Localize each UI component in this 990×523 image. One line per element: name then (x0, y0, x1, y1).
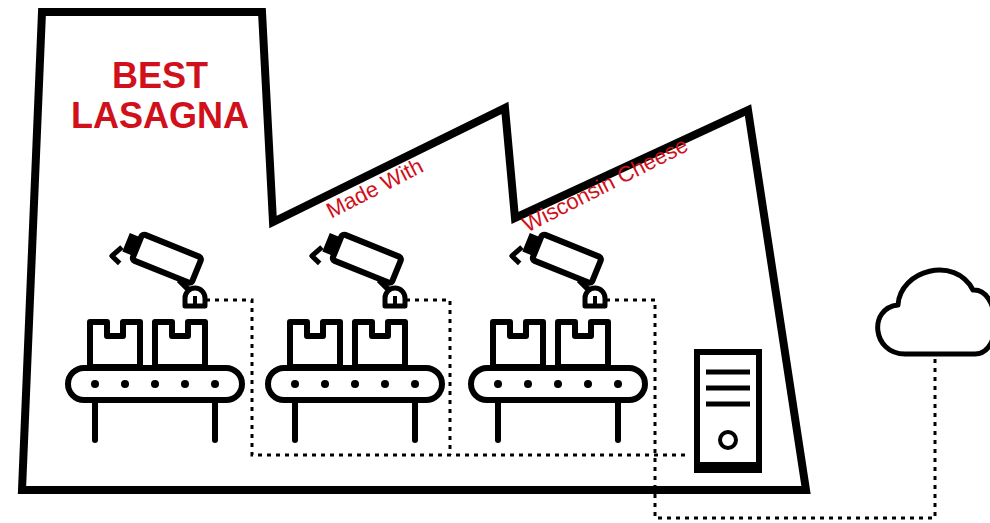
server-tower (697, 352, 759, 470)
factory-building: BEST LASAGNA Made With Wisconsin Cheese (0, 0, 830, 505)
server-button (720, 432, 736, 448)
roof-slogan: Wisconsin Cheese (518, 106, 744, 238)
brand-heading: BEST LASAGNA (60, 56, 260, 136)
server-bay (706, 370, 750, 375)
roof-slogan: Made With (322, 128, 476, 224)
conveyor-line (68, 322, 242, 440)
network-wire (206, 300, 690, 455)
security-camera (310, 226, 405, 306)
factory-wall (22, 12, 806, 490)
cloud-symbol (878, 270, 990, 354)
server-base (697, 462, 759, 470)
server-bay (706, 386, 750, 391)
security-camera (110, 226, 205, 306)
server-bay (706, 402, 750, 407)
conveyor-line (471, 322, 645, 440)
security-camera (510, 226, 605, 306)
conveyor-line (268, 322, 442, 440)
